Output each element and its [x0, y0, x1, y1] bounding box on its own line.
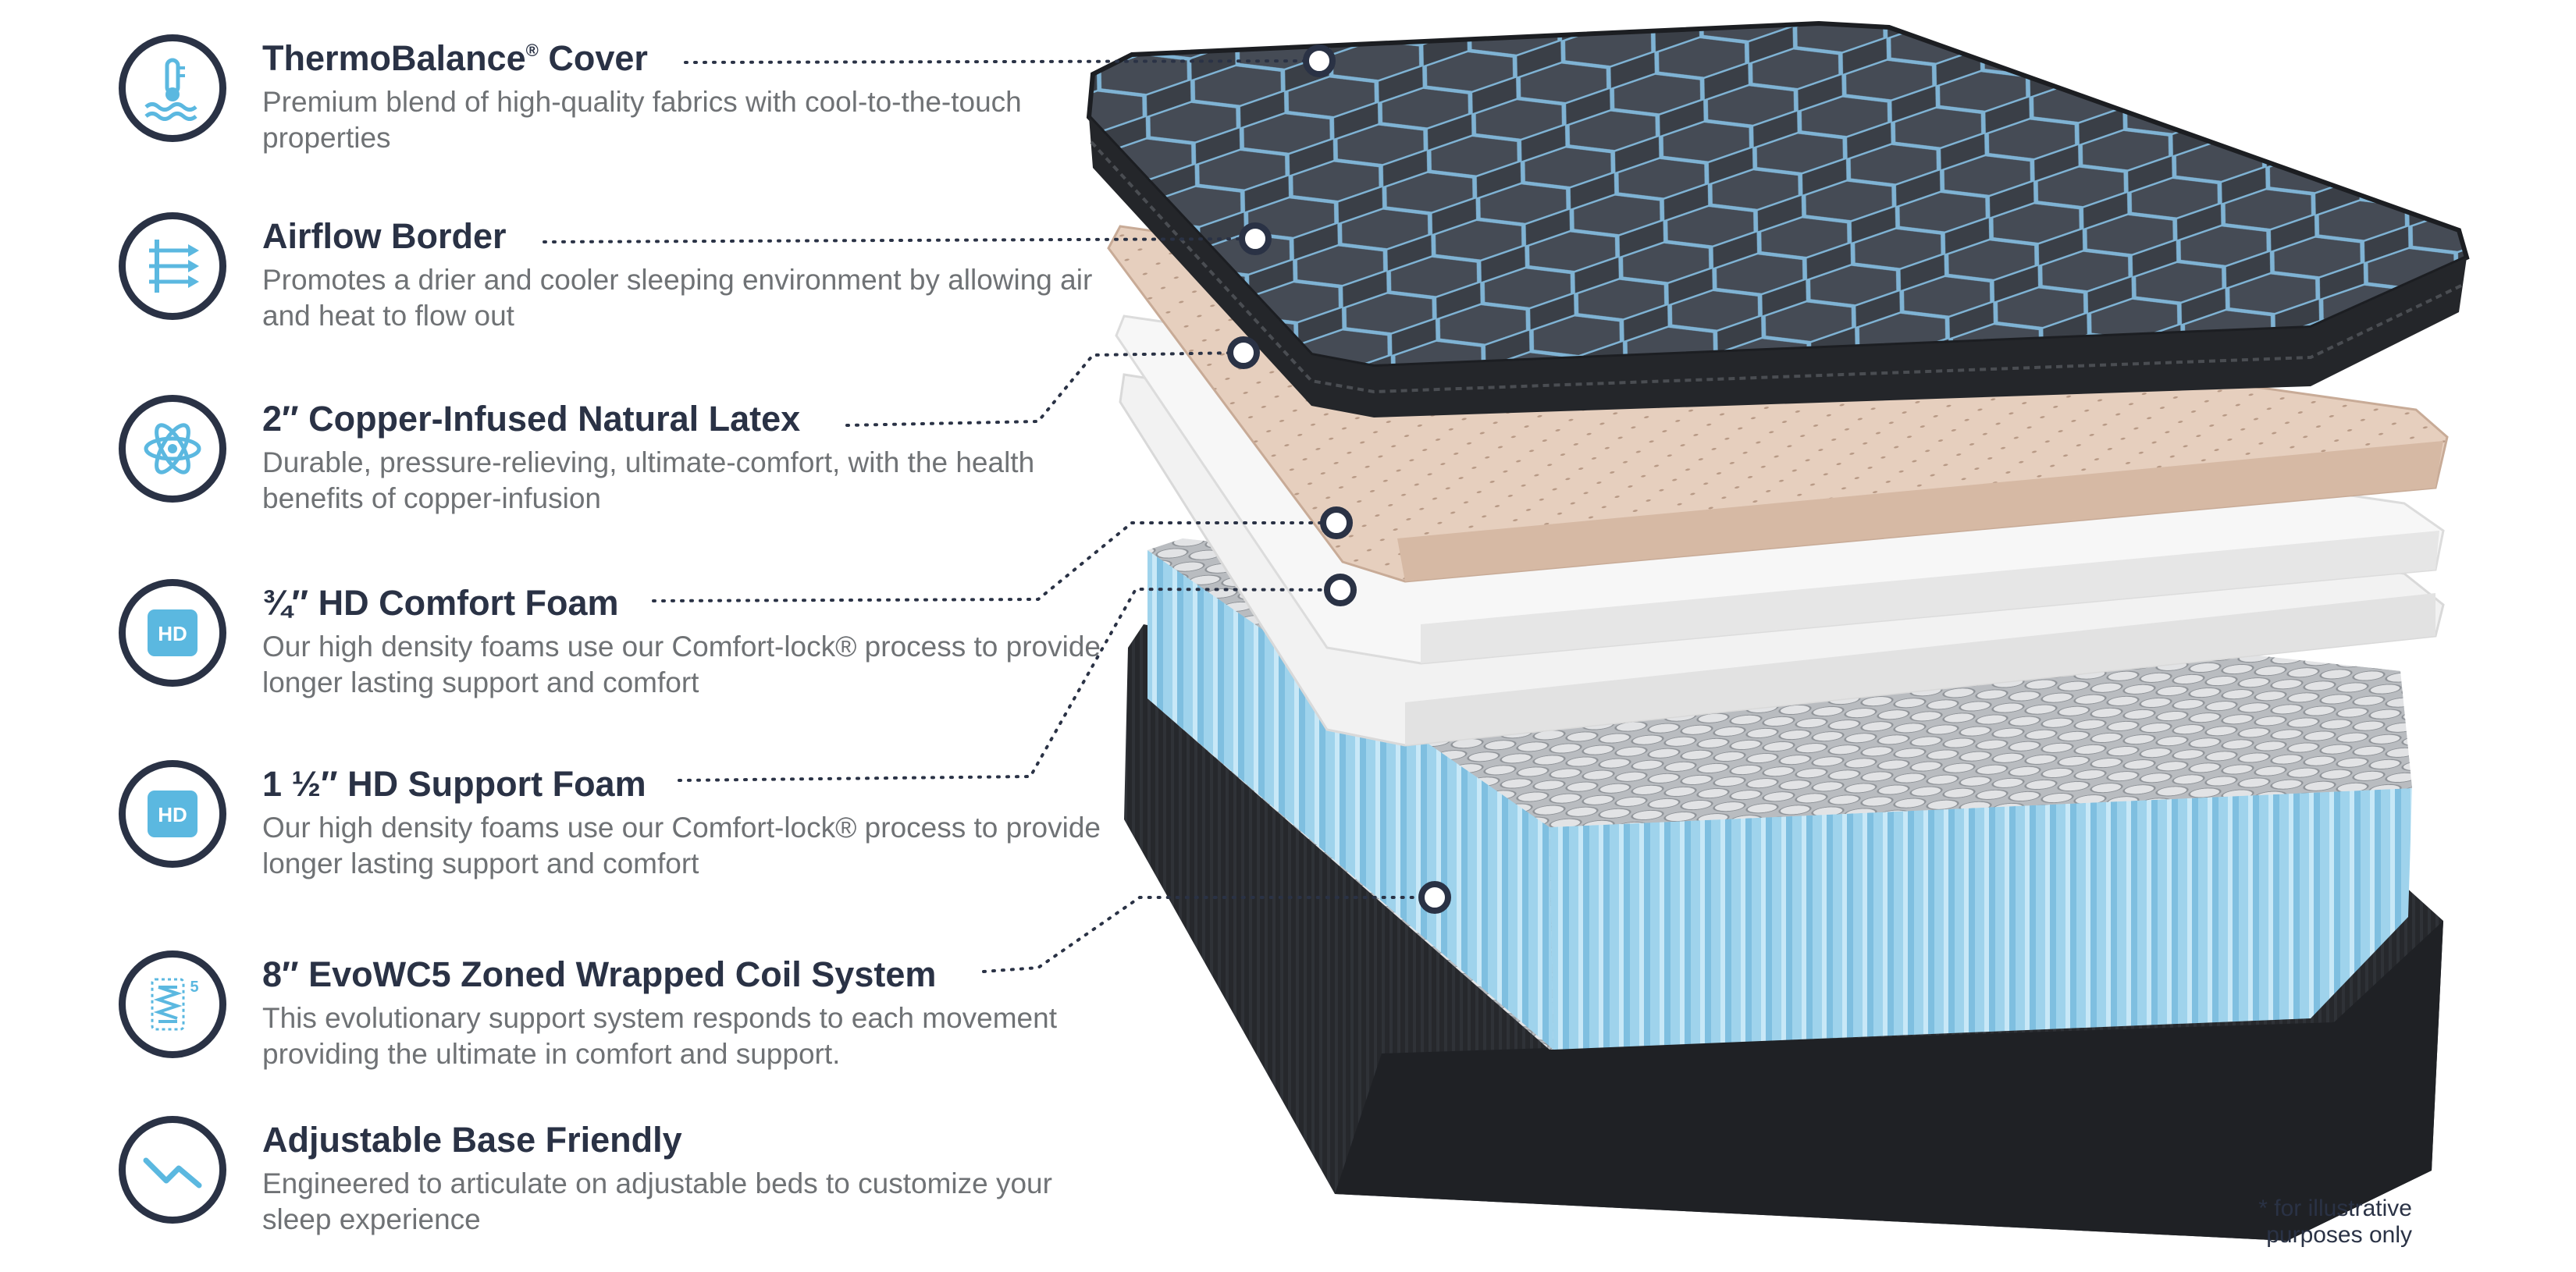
feature-title: ThermoBalance® Cover — [262, 38, 648, 78]
hd-foam-icon: HD — [119, 579, 226, 687]
thermometer-water-icon — [119, 34, 226, 142]
feature-description: Durable, pressure-relieving, ultimate-co… — [262, 446, 1035, 514]
feature-coil-system: 5 8″ EvoWC5 Zoned Wrapped Coil System Th… — [119, 950, 1133, 1083]
airflow-arrows-icon — [119, 212, 226, 320]
feature-title: 1 ½″ HD Support Foam — [262, 764, 646, 804]
feature-description: Our high density foams use our Comfort-l… — [262, 631, 1101, 698]
atom-icon — [119, 395, 226, 503]
footnote-line: * for illustrative — [2258, 1196, 2412, 1221]
thermobalance-cover-layer — [1086, 20, 2470, 417]
feature-title: 8″ EvoWC5 Zoned Wrapped Coil System — [262, 954, 937, 994]
feature-title: Adjustable Base Friendly — [262, 1120, 682, 1160]
feature-description: Premium blend of high-quality fabrics wi… — [262, 86, 1022, 154]
footnote-line: purposes only — [2266, 1222, 2412, 1248]
illustrative-footnote: * for illustrative purposes only — [2258, 1196, 2412, 1249]
leader-lines — [543, 59, 1434, 973]
feature-title: Airflow Border — [262, 216, 507, 256]
feature-title: ¾″ HD Comfort Foam — [262, 583, 619, 623]
feature-title: 2″ Copper-Infused Natural Latex — [262, 399, 801, 439]
coil-spring-icon: 5 — [119, 950, 226, 1058]
hd-foam-icon: HD — [119, 760, 226, 868]
feature-description: Promotes a drier and cooler sleeping env… — [262, 264, 1093, 332]
feature-description: This evolutionary support system respond… — [262, 1002, 1057, 1070]
feature-hd-comfort-foam: HD ¾″ HD Comfort Foam Our high density f… — [119, 579, 1133, 712]
leader-markers — [1227, 44, 1451, 914]
feature-copper-latex: 2″ Copper-Infused Natural Latex Durable,… — [119, 395, 1133, 528]
feature-description: Engineered to articulate on adjustable b… — [262, 1167, 1052, 1235]
hd-icon-label: HD — [158, 803, 187, 826]
feature-description: Our high density foams use our Comfort-l… — [262, 812, 1101, 879]
feature-adjustable-base: Adjustable Base Friendly Engineered to a… — [119, 1116, 1133, 1249]
feature-hd-support-foam: HD 1 ½″ HD Support Foam Our high density… — [119, 760, 1133, 893]
hd-icon-label: HD — [158, 622, 187, 645]
feature-airflow-border: Airflow Border Promotes a drier and cool… — [119, 212, 1133, 345]
feature-thermobalance-cover: ThermoBalance® Cover Premium blend of hi… — [119, 34, 1133, 167]
coil-zone-count: 5 — [190, 979, 198, 996]
adjustable-base-icon — [119, 1116, 226, 1224]
